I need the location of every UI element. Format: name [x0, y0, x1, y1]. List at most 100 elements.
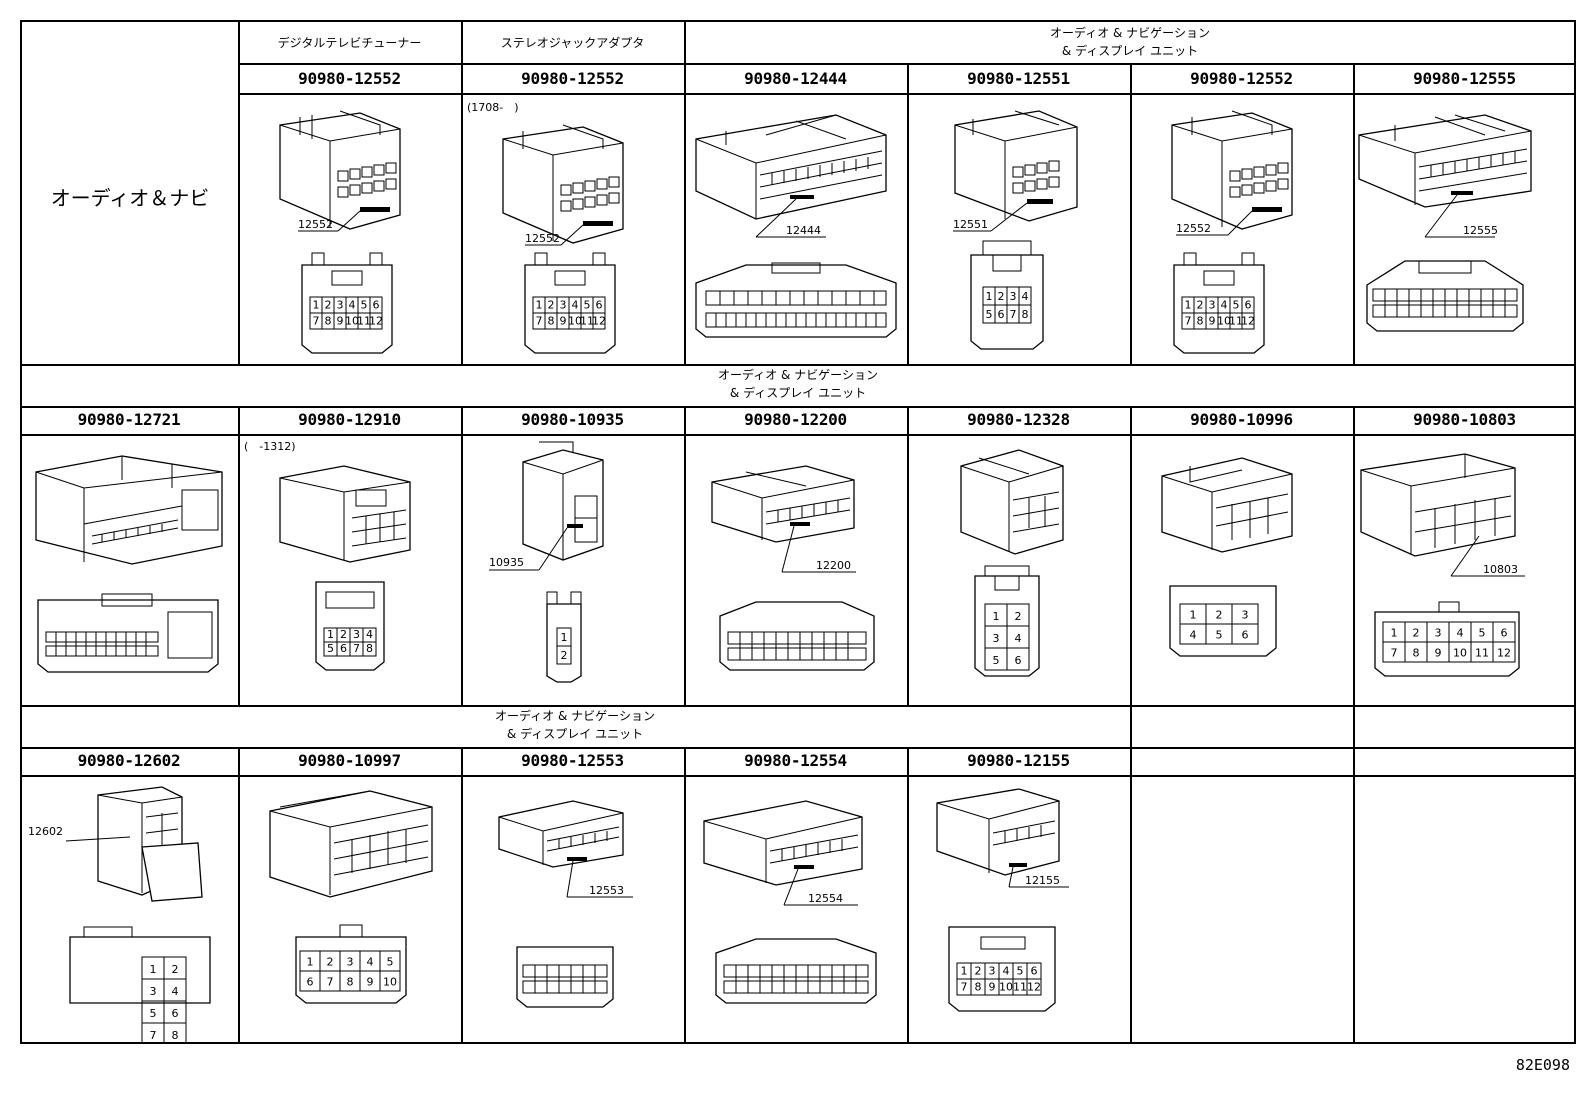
pin-number: 2 — [327, 955, 334, 968]
part-number: 90980-12555 — [1413, 69, 1516, 88]
pin-number: 11 — [1229, 315, 1243, 328]
pin-number: 11 — [1013, 981, 1027, 994]
pin-number: 9 — [1209, 315, 1216, 328]
pin-number: 7 — [313, 315, 320, 328]
pin-number: 1 — [561, 631, 568, 644]
pin-number: 6 — [1031, 965, 1038, 978]
pin-number: 12 — [1241, 315, 1255, 328]
pin-number: 1 — [536, 299, 543, 312]
pin-number: 5 — [986, 308, 993, 321]
pin-number: 6 — [172, 1007, 179, 1020]
pin-number: 9 — [560, 315, 567, 328]
header-audio-nav-line2: & ディスプレイ ユニット — [729, 386, 867, 400]
pin-cell — [1006, 647, 1030, 671]
pin-number: 5 — [584, 299, 591, 312]
pin-number: 7 — [1185, 315, 1192, 328]
svg-text:12553: 12553 — [589, 884, 624, 897]
pin-cell — [1231, 623, 1259, 645]
pin-number: 4 — [367, 955, 374, 968]
pin-number: 4 — [366, 628, 373, 641]
pin-number: 7 — [353, 642, 360, 655]
pin-number: 12 — [1027, 981, 1041, 994]
pin-number: 3 — [1209, 299, 1216, 312]
part-number: 90980-12554 — [744, 751, 847, 770]
pin-number: 3 — [347, 955, 354, 968]
pin-number: 2 — [340, 628, 347, 641]
pin-number: 4 — [1221, 299, 1228, 312]
svg-text:12602: 12602 — [28, 825, 63, 838]
pin-number: 7 — [1010, 308, 1017, 321]
pin-cell — [1492, 641, 1516, 663]
pin-number: 6 — [1245, 299, 1252, 312]
svg-text:12444: 12444 — [786, 224, 821, 237]
pin-number: 3 — [993, 632, 1000, 645]
svg-text:12554: 12554 — [808, 892, 843, 905]
pin-number: 2 — [998, 290, 1005, 303]
pin-number: 8 — [366, 642, 373, 655]
drawing-id: 82E098 — [1515, 1056, 1570, 1074]
pin-number: 3 — [989, 965, 996, 978]
header-audio-nav-line1: オーディオ & ナビゲーション — [1050, 26, 1210, 40]
pin-number: 10 — [999, 981, 1013, 994]
pin-cell — [556, 645, 572, 665]
pin-number: 12 — [592, 315, 606, 328]
part-number: 90980-12721 — [77, 410, 181, 429]
pin-number: 10 — [1453, 646, 1467, 659]
pin-number: 1 — [986, 290, 993, 303]
pin-number: 6 — [340, 642, 347, 655]
pin-number: 8 — [975, 981, 982, 994]
svg-text:( -1312): ( -1312) — [244, 440, 296, 453]
pin-number: 7 — [150, 1029, 157, 1042]
pin-number: 3 — [1435, 626, 1442, 639]
part-number: 90980-10996 — [1190, 410, 1293, 429]
part-number: 90980-12552 — [1190, 69, 1293, 88]
pin-number: 7 — [327, 975, 334, 988]
pin-number: 1 — [307, 955, 314, 968]
pin-number: 10 — [1217, 315, 1231, 328]
header-audio-nav-line1: オーディオ & ナビゲーション — [495, 709, 655, 723]
connector-drawing: 12553 — [463, 777, 683, 1043]
connector-drawing: 12554 — [686, 777, 906, 1043]
pin-number: 4 — [1190, 628, 1197, 641]
header-digital-tv-tuner: デジタルテレビチューナー — [277, 36, 422, 50]
pin-number: 3 — [1242, 608, 1249, 621]
pin-number: 8 — [1022, 308, 1029, 321]
pin-number: 12 — [369, 315, 383, 328]
header-audio-nav-line2: & ディスプレイ ユニット — [1061, 44, 1199, 58]
pin-number: 3 — [353, 628, 360, 641]
pin-number: 2 — [172, 963, 179, 976]
pin-number: 2 — [1197, 299, 1204, 312]
connector-drawing — [22, 436, 237, 704]
pin-number: 4 — [172, 985, 179, 998]
pin-number: 10 — [568, 315, 582, 328]
svg-text:10803: 10803 — [1483, 563, 1518, 576]
pin-number: 2 — [561, 649, 568, 662]
callout-label: 12552 — [298, 218, 333, 231]
pin-number: 1 — [313, 299, 320, 312]
header-audio-nav-line1: オーディオ & ナビゲーション — [718, 368, 878, 382]
part-number: 90980-12553 — [521, 751, 624, 770]
pin-number: 6 — [596, 299, 603, 312]
pin-number: 7 — [1391, 646, 1398, 659]
pin-number: 3 — [1010, 290, 1017, 303]
pin-number: 11 — [580, 315, 594, 328]
pin-number: 5 — [327, 642, 334, 655]
pin-number: 2 — [1015, 610, 1022, 623]
pin-number: 5 — [150, 1007, 157, 1020]
pin-number: 7 — [536, 315, 543, 328]
pin-number: 9 — [1435, 646, 1442, 659]
pin-number: 1 — [1190, 608, 1197, 621]
pin-number: 9 — [989, 981, 996, 994]
pin-cell — [1241, 312, 1255, 330]
pin-number: 5 — [387, 955, 394, 968]
pin-cell — [369, 312, 383, 330]
connector-table — [20, 20, 1576, 1044]
part-number: 90980-12910 — [298, 410, 401, 429]
